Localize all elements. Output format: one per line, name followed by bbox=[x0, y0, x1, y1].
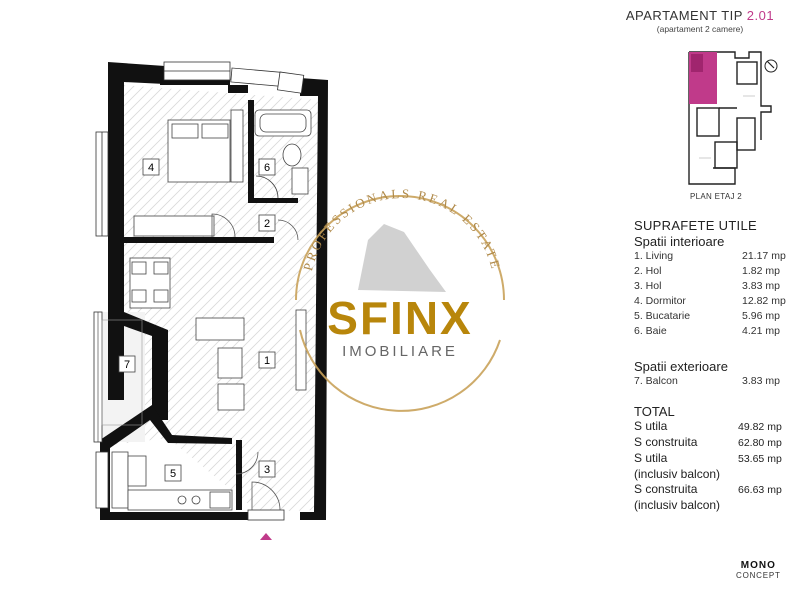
watermark-sub: IMOBILIARE bbox=[342, 343, 458, 360]
windows bbox=[95, 61, 305, 509]
areas-panel: SUPRAFETE UTILE Spatii interioare 1. Liv… bbox=[634, 218, 794, 513]
areas-heading: SUPRAFETE UTILE bbox=[634, 218, 757, 233]
compass-icon bbox=[764, 59, 778, 73]
room-label-6: 6 bbox=[264, 162, 270, 174]
key-plan bbox=[688, 51, 778, 185]
inclusive-note: (inclusiv balcon) bbox=[634, 498, 721, 512]
floor-plan: 4 6 2 1 7 5 3 PROFESSIONALS REAL ESTATE … bbox=[93, 61, 505, 540]
inclusive-note: (inclusiv balcon) bbox=[634, 467, 721, 481]
room-label-7: 7 bbox=[124, 359, 130, 371]
watermark-brand: SFINX bbox=[327, 292, 472, 344]
room-label-2: 2 bbox=[264, 218, 270, 230]
apartment-title-prefix: APARTAMENT TIP bbox=[625, 8, 747, 23]
apartment-number: 2.01 bbox=[746, 8, 775, 23]
bathroom-fixtures bbox=[254, 109, 312, 199]
brand-line1: MONO bbox=[740, 560, 776, 571]
entry bbox=[247, 481, 285, 540]
room-label-5: 5 bbox=[170, 468, 176, 480]
bedroom-furniture bbox=[133, 109, 244, 237]
room-labels: 4 6 2 1 7 5 3 bbox=[118, 158, 276, 482]
entrance-marker-icon bbox=[260, 533, 272, 540]
room-label-4: 4 bbox=[148, 162, 154, 174]
apartment-subtitle: (apartament 2 camere) bbox=[656, 24, 744, 34]
brand-logo: MONO CONCEPT bbox=[736, 560, 781, 580]
living-furniture bbox=[129, 257, 307, 411]
exterior-heading: Spatii exterioare bbox=[634, 359, 728, 374]
total-heading: TOTAL bbox=[634, 404, 675, 419]
watermark-logo: PROFESSIONALS REAL ESTATE SFINX IMOBILIA… bbox=[295, 186, 505, 412]
room-label-3: 3 bbox=[264, 464, 270, 476]
kitchen-fixtures bbox=[111, 451, 233, 511]
brand-line2: CONCEPT bbox=[736, 571, 781, 580]
interior-heading: Spatii interioare bbox=[634, 234, 725, 249]
balcony bbox=[93, 311, 143, 443]
doors bbox=[211, 213, 299, 475]
floor-label: PLAN ETAJ 2 bbox=[690, 192, 743, 201]
room-label-1: 1 bbox=[264, 355, 270, 367]
sphinx-icon bbox=[358, 224, 446, 292]
apartment-title: APARTAMENT TIP 2.01 bbox=[610, 8, 790, 23]
walls bbox=[100, 62, 328, 520]
highlighted-unit-room bbox=[691, 54, 703, 72]
apartment-title-block: APARTAMENT TIP 2.01 (apartament 2 camere… bbox=[610, 8, 790, 34]
